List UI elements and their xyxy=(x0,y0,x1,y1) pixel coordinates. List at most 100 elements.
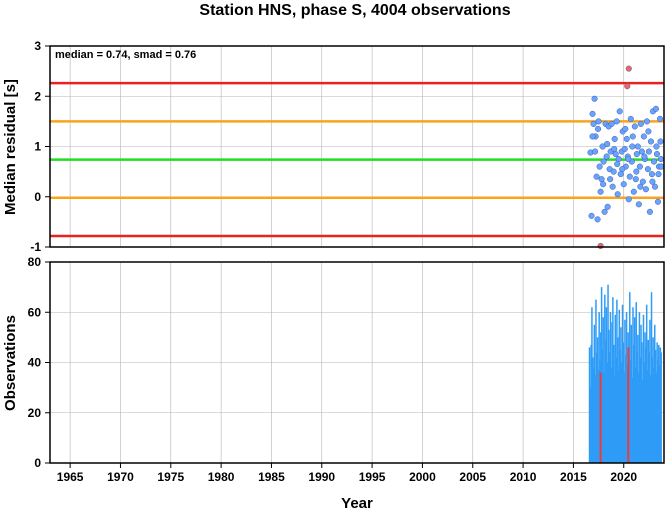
data-point xyxy=(633,150,640,158)
data-point xyxy=(619,166,626,173)
observation-bar xyxy=(612,344,615,463)
observation-bar xyxy=(635,302,637,463)
highlight-bar xyxy=(627,347,630,463)
data-point xyxy=(644,166,651,173)
x-tick-label: 2020 xyxy=(610,470,637,484)
observation-bar xyxy=(655,372,658,463)
observation-bar xyxy=(653,324,656,463)
observation-bar xyxy=(615,357,617,463)
y-tick-label: 3 xyxy=(34,39,41,53)
observation-bar xyxy=(603,372,605,463)
observation-bar xyxy=(629,359,632,463)
residual-y-label: Median residual [s] xyxy=(2,79,19,215)
data-point xyxy=(626,173,633,180)
data-point xyxy=(650,158,657,165)
data-point xyxy=(634,143,641,150)
data-point xyxy=(610,168,617,175)
observation-bar xyxy=(648,352,650,463)
observation-bar xyxy=(598,312,600,463)
observation-bar xyxy=(609,312,612,463)
observation-bar xyxy=(653,367,655,463)
observation-bar xyxy=(658,344,660,463)
x-tick-label: 1965 xyxy=(57,470,84,484)
y-tick-label: 40 xyxy=(28,356,42,370)
y-tick-label: 20 xyxy=(28,406,42,420)
observation-bar xyxy=(649,375,652,463)
observation-bar xyxy=(625,312,628,463)
y-tick-label: 1 xyxy=(34,140,41,154)
data-point xyxy=(591,95,598,102)
data-point xyxy=(592,148,599,155)
observation-bar xyxy=(637,334,639,463)
data-point xyxy=(615,156,622,163)
data-point xyxy=(589,133,596,140)
observation-bar xyxy=(607,284,609,463)
observation-bar xyxy=(645,304,648,463)
data-point xyxy=(635,201,642,208)
observation-bar xyxy=(601,349,604,463)
observation-bar xyxy=(637,372,640,463)
data-point xyxy=(632,176,639,183)
data-point xyxy=(651,183,658,190)
x-tick-label: 1970 xyxy=(107,470,134,484)
data-point xyxy=(624,83,631,90)
observation-bar xyxy=(654,349,657,463)
data-point xyxy=(629,143,636,150)
observation-bar xyxy=(642,314,645,463)
observation-bar xyxy=(620,362,623,463)
x-tick-label: 1985 xyxy=(258,470,285,484)
data-point xyxy=(657,156,665,163)
observation-bar xyxy=(604,294,606,463)
data-point xyxy=(616,108,623,115)
data-point xyxy=(611,145,618,153)
observation-bar xyxy=(634,367,637,463)
data-point xyxy=(621,145,628,153)
data-point xyxy=(596,163,603,170)
observation-bar xyxy=(636,352,638,463)
data-point xyxy=(627,115,634,122)
observation-bar xyxy=(593,324,596,463)
data-point xyxy=(656,115,664,122)
observation-bars xyxy=(588,284,662,463)
data-point xyxy=(637,120,644,127)
data-point xyxy=(598,176,605,183)
data-point xyxy=(649,178,656,185)
data-point xyxy=(631,123,638,130)
data-point xyxy=(645,148,652,155)
observation-bar xyxy=(592,367,595,463)
residual-points xyxy=(587,65,665,250)
data-point xyxy=(637,183,644,190)
observation-bar xyxy=(600,287,603,463)
observation-bar xyxy=(620,327,622,463)
data-point xyxy=(639,178,646,185)
data-point xyxy=(643,118,650,125)
observation-bar xyxy=(629,292,631,463)
data-point xyxy=(652,105,659,112)
observation-bar xyxy=(631,377,633,463)
data-point xyxy=(612,150,619,158)
data-point xyxy=(625,196,632,203)
observation-bar xyxy=(656,342,658,463)
observation-bar xyxy=(606,362,608,463)
data-point xyxy=(590,120,597,127)
observation-bar xyxy=(647,339,650,463)
reference-lines xyxy=(50,81,664,238)
data-point xyxy=(648,171,655,178)
data-point xyxy=(599,143,606,150)
observation-bar xyxy=(625,354,627,463)
data-point xyxy=(603,153,610,160)
data-point xyxy=(617,171,624,178)
observation-bar xyxy=(623,372,625,463)
data-point xyxy=(600,158,607,165)
observation-bar xyxy=(590,344,592,463)
data-point xyxy=(620,181,627,188)
observation-bar xyxy=(618,309,621,463)
data-point xyxy=(613,118,620,125)
observation-bar xyxy=(622,342,625,463)
observation-bar xyxy=(591,307,593,463)
data-point xyxy=(611,135,618,143)
